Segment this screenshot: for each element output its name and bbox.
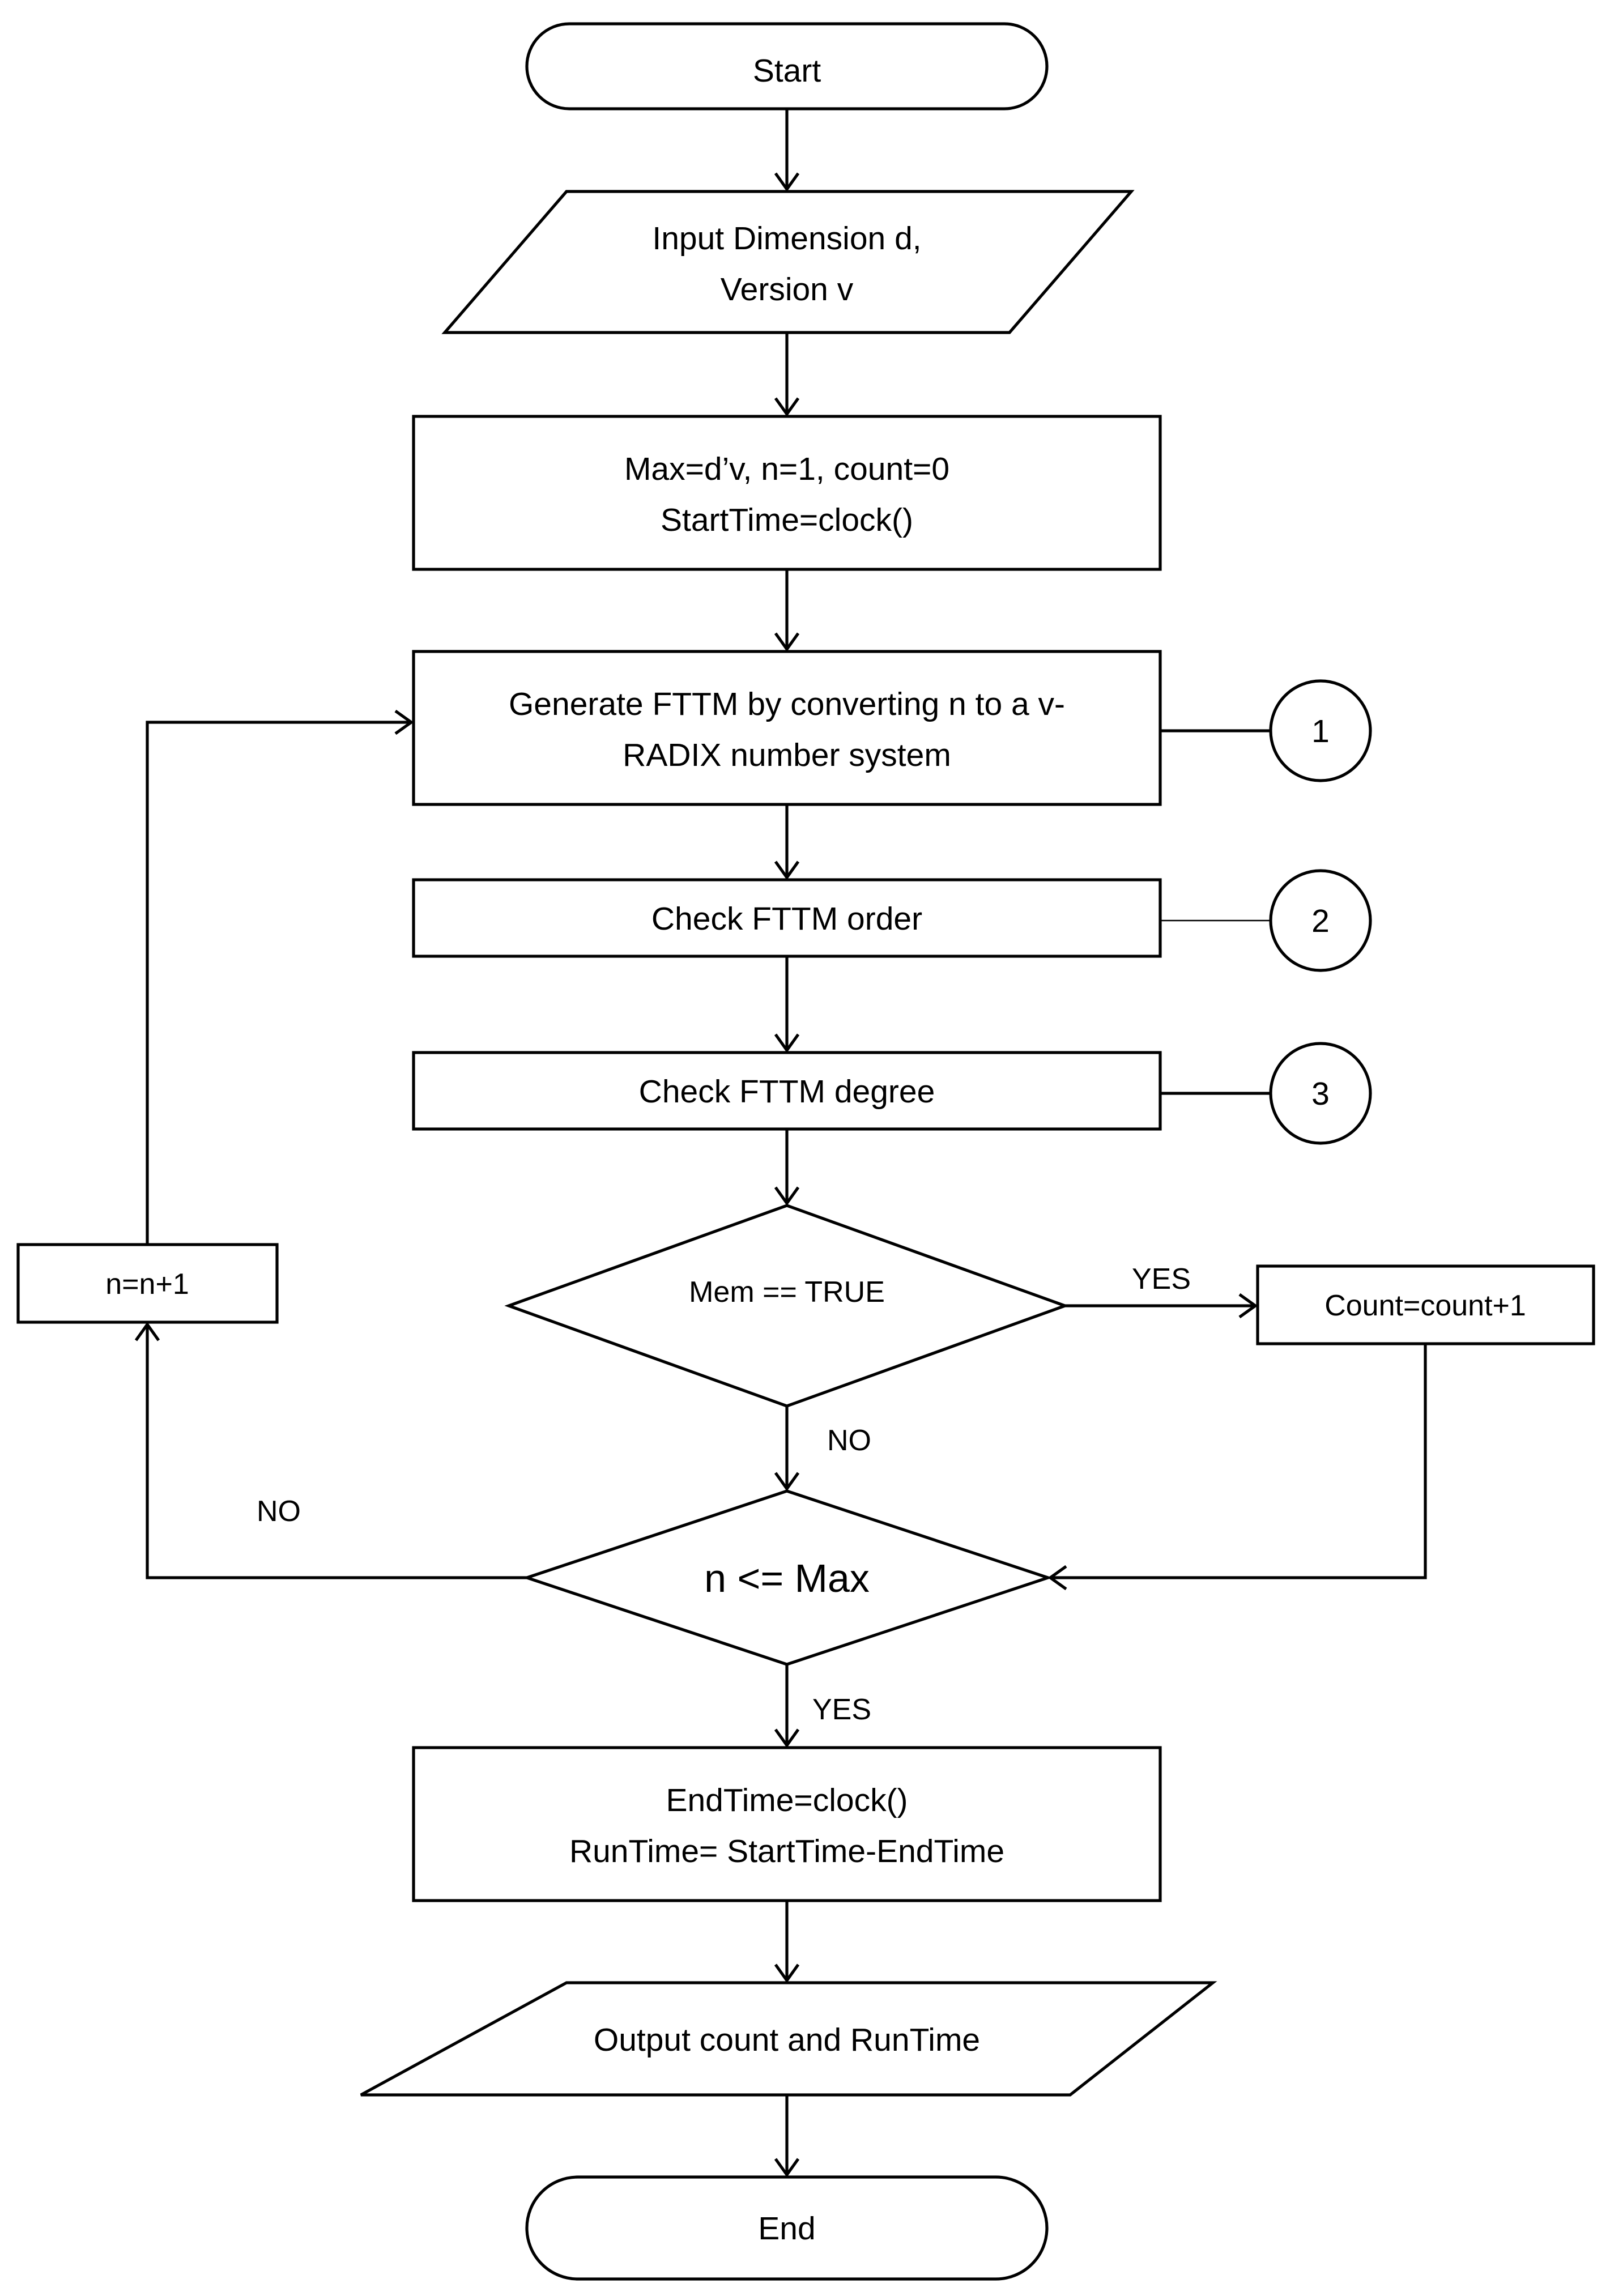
output-parallelogram (360, 1981, 1217, 2097)
n-decision-label: n <= Max (704, 1556, 870, 1600)
arrowhead-input-init (774, 397, 800, 417)
generate-label-line1: Generate FTTM by converting n to a v- (509, 686, 1065, 722)
arrow-loop-back (146, 721, 411, 1245)
arrowhead-endtime-output (774, 1963, 800, 1983)
mem-decision-label: Mem == TRUE (689, 1276, 885, 1309)
end-label: End (758, 2210, 815, 2247)
end-time-label-line1: EndTime=clock() (666, 1782, 908, 1818)
arrowhead-output-end (774, 2158, 800, 2178)
edge-label-mem-yes: YES (1132, 1263, 1191, 1296)
connector-1-label: 1 (1311, 713, 1330, 749)
count-increment-process (1256, 1264, 1595, 1345)
arrowhead-n-yes (774, 1728, 800, 1748)
arrow-count-to-n (1050, 1344, 1427, 1579)
end-time-label-line2: RunTime= StartTime-EndTime (569, 1833, 1004, 1869)
arrowhead-degree-mem (774, 1186, 800, 1206)
check-order-process (412, 878, 1162, 958)
connector-2-label: 2 (1311, 903, 1330, 939)
input-label-line1: Input Dimension d, (652, 220, 921, 257)
n-increment-label: n=n+1 (105, 1268, 189, 1301)
end-time-process (412, 1746, 1162, 1902)
generate-label-line2: RADIX number system (623, 737, 951, 773)
arrowhead-start-input (774, 172, 800, 192)
arrowhead-init-generate (774, 632, 800, 652)
arrowhead-count-to-n (1047, 1565, 1067, 1591)
arrowhead-loop-back (394, 709, 414, 735)
edge-label-mem-no: NO (827, 1424, 871, 1457)
start-label: Start (753, 53, 821, 89)
count-increment-label: Count=count+1 (1324, 1289, 1526, 1322)
arrowhead-mem-no (774, 1472, 800, 1492)
arrowhead-generate-order (774, 861, 800, 880)
arrow-n-no (146, 1324, 527, 1579)
edge-label-n-yes: YES (812, 1693, 871, 1726)
connector-3-label: 3 (1311, 1076, 1330, 1112)
edge-label-n-no: NO (257, 1495, 301, 1528)
check-degree-label: Check FTTM degree (639, 1074, 935, 1110)
arrowhead-mem-yes (1238, 1293, 1258, 1319)
check-order-label: Check FTTM order (651, 901, 922, 937)
arrowhead-order-degree (774, 1033, 800, 1053)
output-label: Output count and RunTime (594, 2022, 980, 2058)
init-process (412, 415, 1162, 571)
generate-process (412, 650, 1162, 806)
input-parallelogram (441, 190, 1135, 334)
arrowhead-n-no (134, 1322, 160, 1341)
input-label-line2: Version v (721, 271, 854, 308)
init-label-line1: Max=d’v, n=1, count=0 (624, 451, 949, 487)
init-label-line2: StartTime=clock() (661, 502, 913, 538)
